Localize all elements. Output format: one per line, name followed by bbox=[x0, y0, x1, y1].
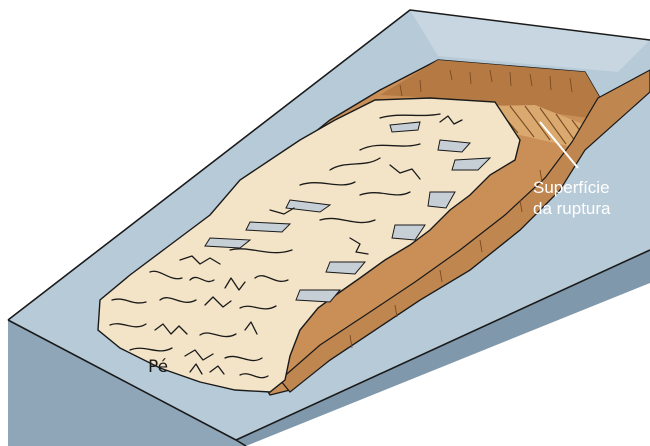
rupture-surface-label-line2: da ruptura bbox=[533, 199, 611, 218]
toe-label: Pé bbox=[148, 357, 168, 377]
rupture-surface-label-line1: Superfície bbox=[533, 178, 610, 197]
